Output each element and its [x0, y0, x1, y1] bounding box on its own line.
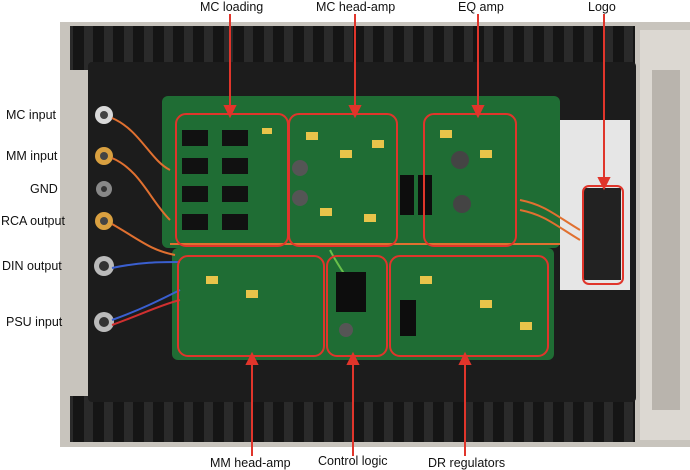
label-eq-amp: EQ amp	[458, 0, 504, 14]
annotation-arrows	[223, 14, 611, 456]
box-control-logic	[326, 255, 388, 357]
label-psu-input: PSU input	[6, 315, 63, 329]
label-logo: Logo	[588, 0, 616, 14]
label-mm-input: MM input	[6, 149, 58, 163]
rear-connectors	[94, 106, 114, 332]
box-mc-head-amp	[288, 113, 398, 247]
label-mc-loading: MC loading	[200, 0, 264, 14]
pcb-top	[162, 96, 560, 248]
logo-module	[583, 188, 621, 280]
label-dr-regulators: DR regulators	[428, 456, 506, 470]
mc-loading-relays	[182, 130, 248, 230]
label-mc-head-amp: MC head-amp	[316, 0, 396, 14]
label-mc-input: MC input	[6, 108, 57, 122]
label-gnd: GND	[30, 182, 58, 196]
label-control-logic: Control logic	[318, 454, 388, 468]
label-mm-head-amp: MM head-amp	[210, 456, 291, 470]
label-din-output: DIN output	[2, 259, 62, 273]
box-dr-regulators	[389, 255, 549, 357]
box-eq-amp	[423, 113, 517, 247]
label-rca-output: RCA output	[1, 214, 65, 228]
capacitors	[292, 151, 471, 337]
